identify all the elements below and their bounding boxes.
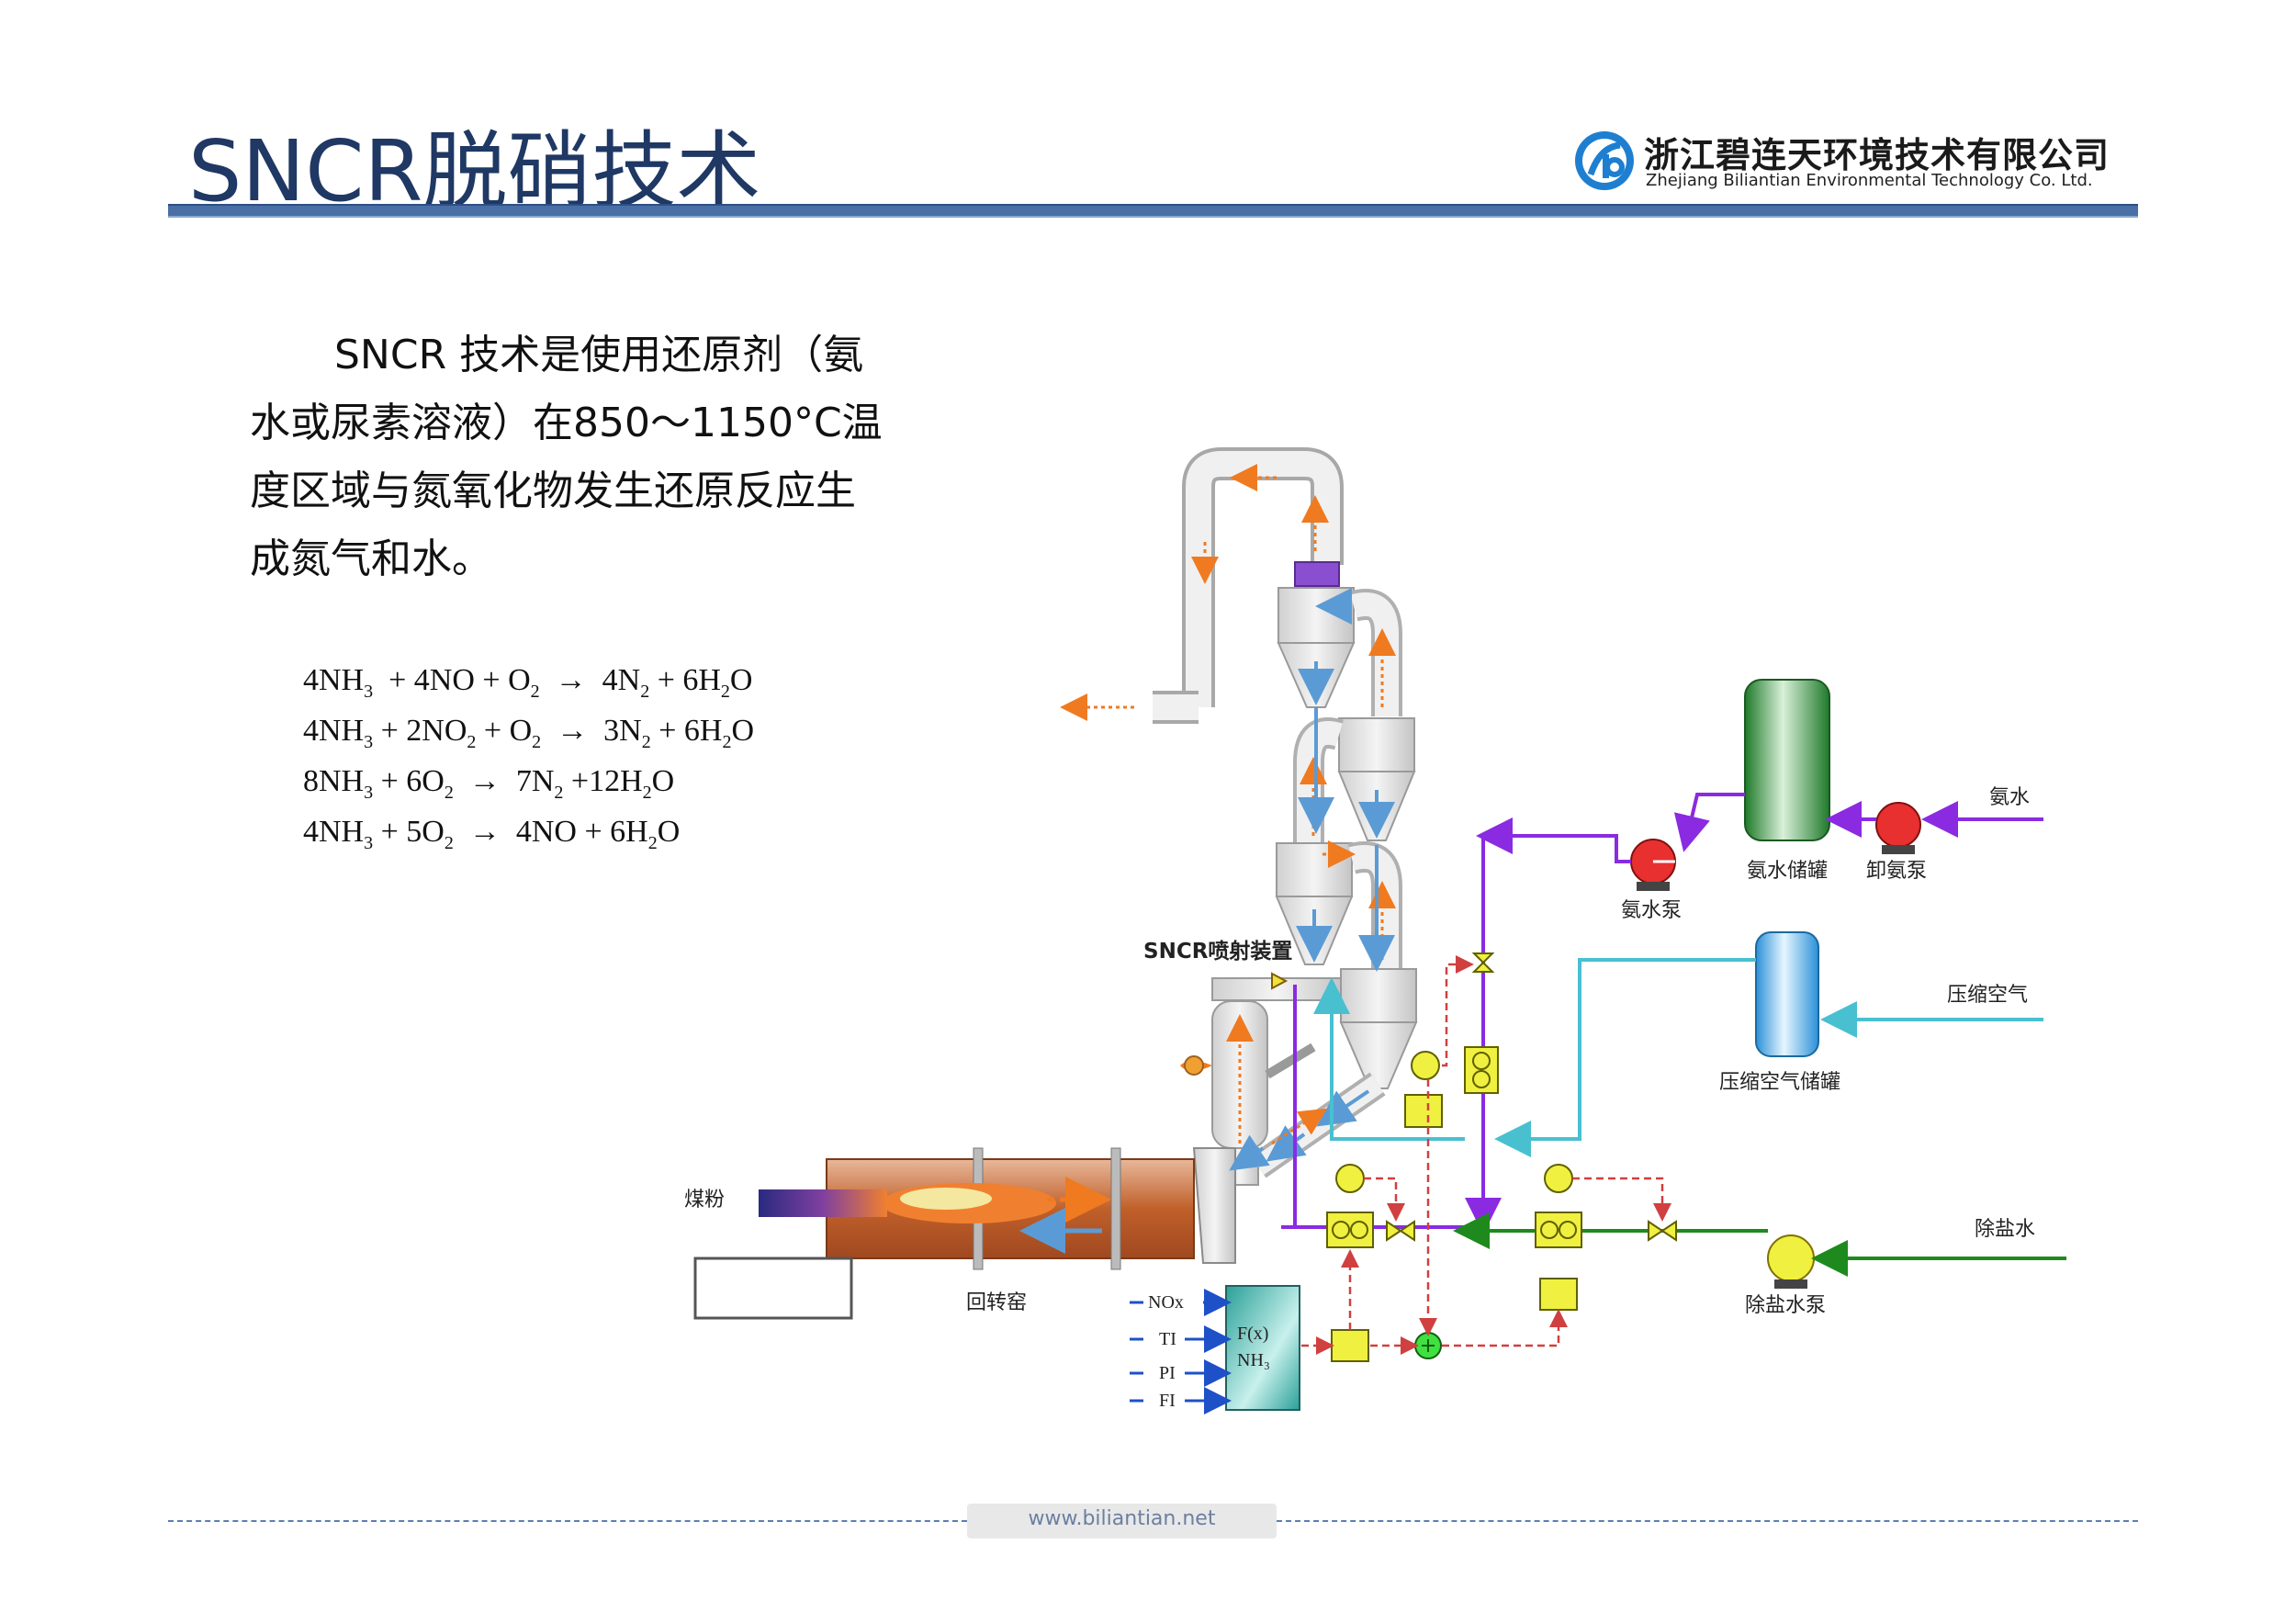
label-nh3: NH₃ [1237,1350,1270,1370]
label-ammonia-pump: 氨水泵 [1621,899,1682,922]
header-divider [168,204,2138,218]
riser-duct [1192,1072,1386,1264]
label-ti: TI [1159,1329,1176,1349]
demin-water-lines [1453,1212,2066,1277]
label-fx: F(x) [1237,1324,1268,1344]
equation-4: 4NH3 + 5O2 → 4NO + 6H2O [303,815,681,853]
footer-divider-left [168,1520,967,1522]
cyclone-preheater [1275,587,1418,1089]
intro-paragraph: SNCR 技术是使用还原剂（氨 水或尿素溶液）在850～1150°C温 度区域与… [250,321,925,593]
company-name-cn: 浙江碧连天环境技术有限公司 [1644,135,2110,175]
footer-url[interactable]: www.biliantian.net [1028,1507,1216,1530]
label-nox: NOx [1148,1292,1184,1313]
label-demin-pump: 除盐水泵 [1745,1294,1826,1317]
label-compressed-air: 压缩空气 [1947,984,2028,1007]
ammonia-lines [1281,793,2043,1234]
label-coal-powder: 煤粉 [684,1189,725,1212]
label-air-tank: 压缩空气储罐 [1719,1071,1840,1094]
footer-url-box [967,1504,1277,1538]
preheater-flow-arrows [1296,588,1396,972]
label-rotary-kiln: 回转窑 [966,1291,1027,1314]
label-demin-water: 除盐水 [1975,1218,2035,1241]
exhaust-duct [1060,447,1344,724]
equation-3: 8NH3 + 6O2 → 7N2 +12H2O [303,764,675,803]
compressed-air-tank [1755,931,1819,1057]
compressed-air-lines [1313,958,2043,1157]
intro-line-2: 水或尿素溶液）在850～1150°C温 [250,400,883,446]
control-signal-lines [1301,955,1671,1355]
sncr-injector-nozzle [1271,972,1289,990]
unload-pump-icon [1875,802,1921,854]
valve-icons [1386,952,1677,1242]
label-sncr-injector: SNCR喷射装置 [1143,939,1292,964]
label-ammonia-tank: 氨水储罐 [1747,860,1828,883]
flow-meter-icons [1326,1046,1582,1362]
fx-controller [1225,1285,1300,1411]
label-ammonia-water: 氨水 [1989,786,2030,809]
company-name-en: Zhejiang Biliantian Environmental Techno… [1646,171,2093,190]
ammonia-water-tank [1744,679,1830,841]
company-logo-icon [1575,131,1634,190]
equation-1: 4NH3 + 4NO + O2 → 4N2 + 6H2O [303,663,753,702]
demin-pump-icon [1767,1234,1815,1289]
label-pi: PI [1159,1363,1176,1383]
label-unload-pump: 卸氨泵 [1866,860,1927,883]
intro-line-4: 成氮气和水。 [250,535,492,582]
controller-inputs [1130,1289,1232,1414]
label-fi: FI [1159,1391,1176,1411]
equation-2: 4NH3 + 2NO2 + O2 → 3N2 + 6H2O [303,714,754,752]
footer-divider-right [1277,1520,2138,1522]
intro-line-1: SNCR 技术是使用还原剂（氨 [334,332,864,378]
rotary-kiln [693,1147,1195,1320]
intro-line-3: 度区域与氮氧化物发生还原反应生 [250,468,856,514]
ammonia-pump-icon [1630,839,1676,891]
company-logo: 浙江碧连天环境技术有限公司 Zhejiang Biliantian Enviro… [1572,129,2142,198]
